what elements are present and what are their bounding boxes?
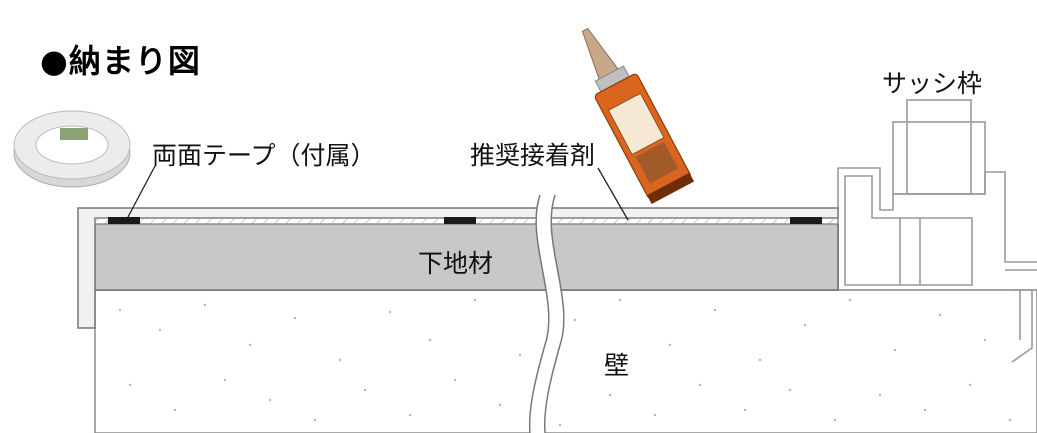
tape-strip [108,217,140,224]
adhesive-tube-icon [581,27,695,205]
page-title: ●納まり図 [40,42,201,80]
tape-strip [444,217,476,224]
base-material [94,223,839,291]
base-material-label: 下地材 [418,249,494,278]
sash-frame-label: サッシ枠 [882,69,983,98]
wall-label: 壁 [604,351,630,380]
tape-label: 両面テープ（付属） [152,141,376,170]
tape-leader-line [127,165,156,218]
tape-strip [790,217,822,224]
adhesive-leader-line [597,167,629,221]
wall-block [94,289,1037,433]
adhesive-label: 推奨接着剤 [470,141,596,170]
tape-roll-icon [13,110,131,188]
